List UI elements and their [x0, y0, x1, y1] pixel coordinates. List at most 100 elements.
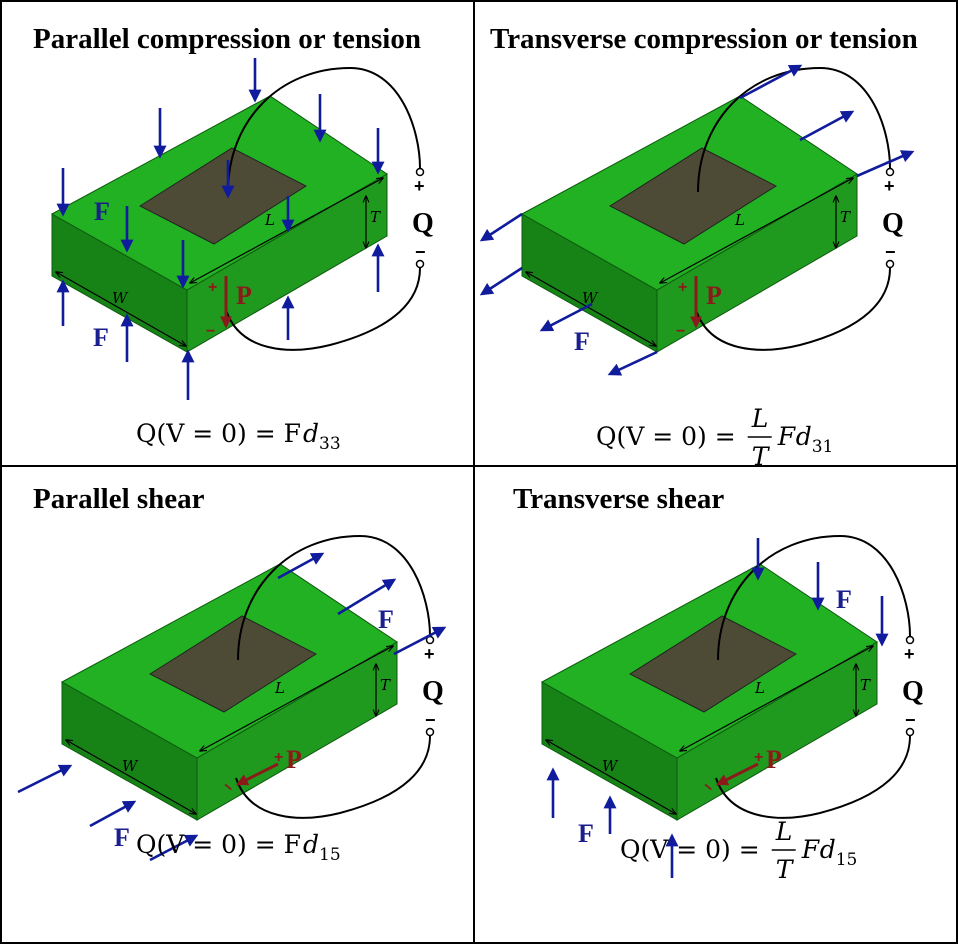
force-arrow-out-right — [856, 150, 915, 178]
dim-line-w — [66, 740, 196, 814]
charge-plus-sign: + — [414, 176, 425, 196]
force-arrow-shear — [277, 552, 325, 580]
polarization-plus: + — [678, 279, 687, 296]
dim-label-t: T — [860, 676, 871, 694]
polarization-minus: − — [206, 323, 215, 340]
lead-wire-top — [227, 66, 421, 193]
terminal-top — [885, 167, 895, 177]
dim-label-w: W — [582, 289, 599, 307]
polarization-arrow — [715, 762, 759, 786]
dim-line-l — [680, 646, 873, 751]
force-arrow-out-left — [539, 302, 593, 332]
dim-label-w: W — [122, 757, 139, 775]
dim-label-l: L — [754, 679, 765, 697]
polarization-label: P — [286, 745, 302, 774]
charge-minus-sign: − — [905, 710, 916, 730]
polarization-label: P — [766, 745, 782, 774]
equation-frac-den: T — [776, 855, 795, 884]
force-label-top: F — [378, 605, 394, 634]
charge-minus-sign: − — [885, 242, 896, 262]
terminal-bottom — [885, 259, 895, 269]
polarization-label: P — [706, 281, 722, 310]
equation-force-var: F — [777, 422, 797, 451]
dim-label-l: L — [734, 211, 745, 229]
equation-force-var: F — [801, 835, 821, 864]
force-label: F — [574, 327, 590, 356]
dim-label-l: L — [264, 211, 275, 229]
force-arrow-out-left — [607, 350, 658, 376]
panel-title: Parallel shear — [33, 483, 205, 515]
force-label-top: F — [94, 197, 110, 226]
polarization-plus: + — [274, 749, 283, 766]
force-arrow-out-right — [739, 64, 803, 100]
terminal-bottom — [415, 259, 425, 269]
equation-coef-sub: 15 — [836, 850, 858, 870]
force-arrows — [56, 58, 385, 400]
equation-lhs: Q(V = 0) = — [620, 835, 760, 864]
force-arrow-shear — [393, 626, 447, 656]
charge-label: Q — [412, 208, 434, 239]
polarization-arrow — [235, 762, 279, 786]
force-arrow-shear — [89, 800, 137, 828]
equation-coef-sub: 33 — [319, 434, 341, 454]
force-label-bottom: F — [114, 823, 130, 852]
force-label-bottom: F — [578, 819, 594, 848]
dim-label-t: T — [370, 208, 381, 226]
force-arrow-out-left — [479, 212, 523, 242]
terminal-bottom — [425, 727, 435, 737]
equation-frac-num: L — [751, 404, 769, 433]
lead-wire-bottom — [695, 267, 891, 351]
panel-title: Parallel compression or tension — [33, 23, 421, 55]
equation-lhs: Q(V = 0) = — [596, 422, 736, 451]
dim-label-l: L — [274, 679, 285, 697]
dim-label-t: T — [380, 676, 391, 694]
lead-wire-bottom — [225, 267, 421, 351]
dim-label-w: W — [112, 289, 129, 307]
force-arrow-shear — [149, 834, 199, 862]
force-arrow-out-left — [479, 266, 523, 296]
equation-coef-var: d — [303, 419, 319, 448]
equation-lhs: Q(V = 0) = F — [136, 830, 301, 859]
charge-plus-sign: + — [904, 644, 915, 664]
panel-title: Transverse compression or tension — [490, 23, 918, 55]
polarization-plus: + — [754, 749, 763, 766]
equation-lhs: Q(V = 0) = F — [136, 419, 301, 448]
force-arrows — [479, 64, 915, 376]
terminal-top — [415, 167, 425, 177]
terminal-top — [905, 635, 915, 645]
force-arrow-shear — [17, 764, 73, 794]
dim-line-w — [526, 272, 656, 346]
equation-frac-den: T — [752, 442, 771, 471]
dim-line-w — [56, 272, 186, 346]
dim-label-w: W — [602, 757, 619, 775]
equation-frac-num: L — [775, 817, 793, 846]
force-label-top: F — [836, 585, 852, 614]
polarization-plus: + — [208, 279, 217, 296]
charge-label: Q — [882, 208, 904, 239]
dim-label-t: T — [840, 208, 851, 226]
charge-label: Q — [902, 676, 924, 707]
equation-coef-var: d — [820, 835, 836, 864]
dim-line-l — [660, 178, 853, 283]
terminal-bottom — [905, 727, 915, 737]
lead-wire-bottom — [235, 735, 431, 819]
polarization-minus: − — [676, 323, 685, 340]
equation-coef-var: d — [303, 830, 319, 859]
charge-minus-sign: − — [425, 710, 436, 730]
panel-title: Transverse shear — [513, 483, 724, 515]
lead-wire-top — [697, 66, 891, 193]
force-arrows — [17, 552, 447, 862]
lead-wire-top — [237, 534, 431, 661]
equation-coef-sub: 31 — [812, 437, 834, 457]
